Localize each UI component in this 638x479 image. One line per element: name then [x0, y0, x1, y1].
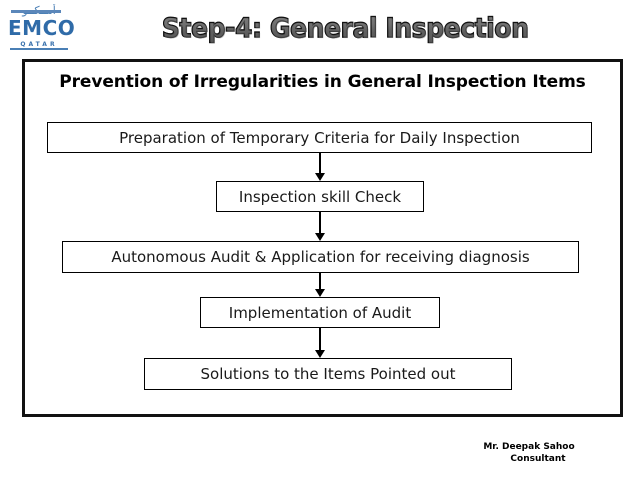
flow-arrow-2-down-icon: [313, 212, 327, 241]
flow-box-preparation-of-temporary-criteria: Preparation of Temporary Criteria for Da…: [47, 122, 592, 153]
arrow-shaft: [319, 153, 321, 174]
slide-title-text: Step-4: General Inspection: [161, 10, 529, 48]
arrow-shaft: [319, 273, 321, 289]
emco-qatar-logo: أمــكــو EMCO QATAR: [8, 4, 76, 50]
logo-underline: [10, 48, 68, 50]
presenter-name: Mr. Deepak Sahoo: [483, 442, 575, 452]
flow-box-solutions-to-items-pointed-out: Solutions to the Items Pointed out: [144, 358, 512, 390]
presenter-credit: Mr. Deepak Sahoo Consultant: [430, 441, 628, 465]
arrow-head: [315, 350, 325, 358]
logo-country-text: QATAR: [20, 41, 58, 48]
flow-arrow-1-down-icon: [313, 153, 327, 181]
flow-box-implementation-of-audit: Implementation of Audit: [200, 297, 440, 328]
arrow-shaft: [319, 212, 321, 233]
arrow-shaft: [319, 328, 321, 350]
flow-box-inspection-skill-check: Inspection skill Check: [216, 181, 424, 212]
arrow-head: [315, 173, 325, 181]
flow-arrow-4-down-icon: [313, 328, 327, 358]
flow-arrow-3-down-icon: [313, 273, 327, 297]
presenter-role: Consultant: [510, 454, 566, 464]
arrow-head: [315, 233, 325, 241]
arrow-head: [315, 289, 325, 297]
diagram-heading: Prevention of Irregularities in General …: [59, 72, 586, 92]
logo-brand-text: EMCO: [8, 16, 76, 40]
slide-title: Step-4: General Inspection: [148, 10, 529, 50]
flow-box-autonomous-audit: Autonomous Audit & Application for recei…: [62, 241, 579, 273]
logo-arabic-rule: [11, 10, 61, 13]
